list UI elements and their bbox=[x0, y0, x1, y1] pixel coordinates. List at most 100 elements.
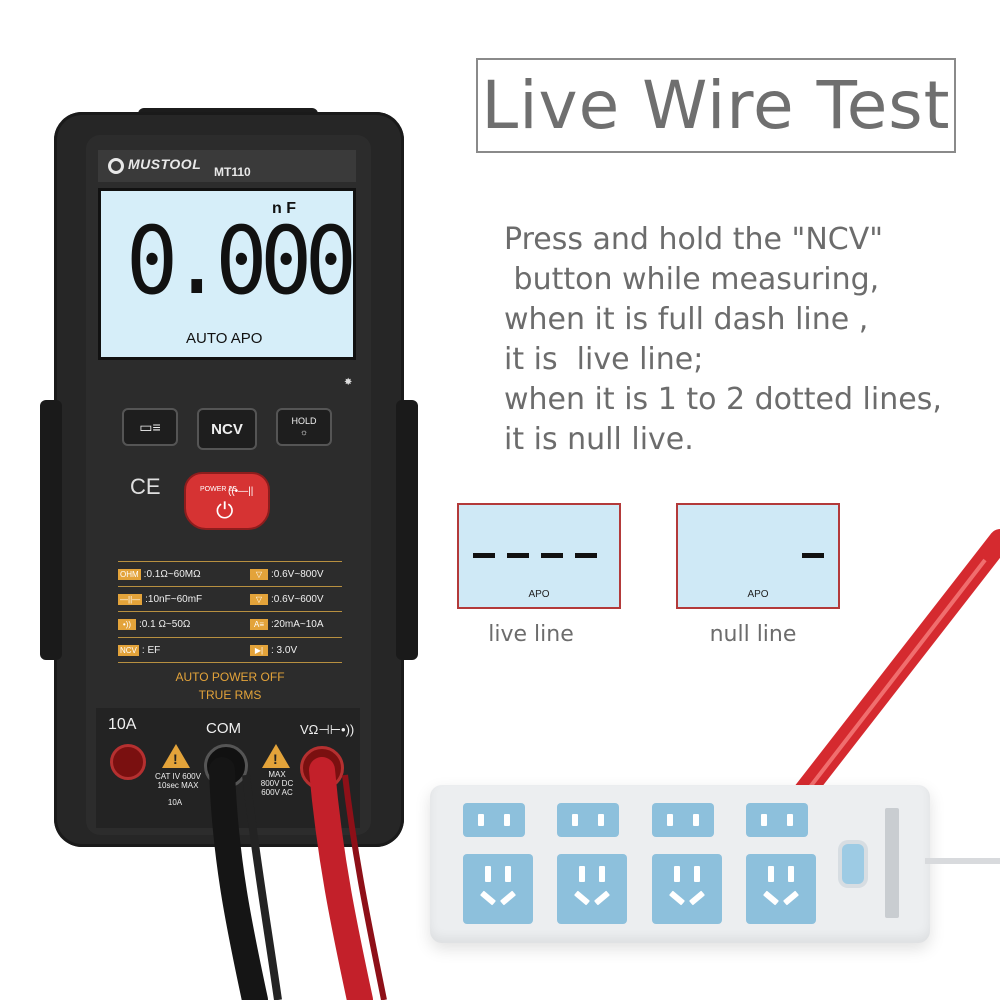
brand-strip bbox=[98, 150, 356, 182]
power-icon: ⏻ bbox=[216, 498, 234, 523]
backlight-button[interactable]: ▭≡ bbox=[122, 408, 178, 446]
dash-row-null bbox=[802, 553, 824, 558]
spec-divider bbox=[118, 637, 342, 638]
spec-range: :20mA~10A bbox=[271, 619, 324, 630]
spec-tag: ▽ bbox=[250, 569, 268, 580]
spec-item: •)) :0.1 Ω~50Ω bbox=[118, 619, 190, 630]
continuity-symbol: ((•—|| bbox=[228, 486, 254, 497]
power-strip-switch[interactable] bbox=[842, 844, 864, 884]
spec-divider bbox=[118, 662, 342, 663]
socket-slot bbox=[485, 866, 491, 882]
model-number: MT110 bbox=[214, 165, 251, 179]
warning-icon-right bbox=[262, 744, 290, 768]
jack-10a[interactable] bbox=[110, 744, 146, 780]
warning-exclamation: ! bbox=[273, 751, 278, 767]
example-caption-null: null line bbox=[709, 622, 797, 647]
instruction-line: it is null live. bbox=[504, 422, 694, 457]
spec-tag: —||— bbox=[118, 594, 143, 605]
spec-item: A≡ :20mA~10A bbox=[250, 619, 324, 630]
right-grip bbox=[396, 400, 418, 660]
flashlight-icon: ▭≡ bbox=[139, 418, 161, 435]
example-apo-text: APO bbox=[528, 589, 550, 600]
spec-tag: NCV bbox=[118, 645, 139, 656]
title-box: Live Wire Test bbox=[476, 58, 956, 153]
power-label: POWER 2S bbox=[200, 486, 237, 493]
socket-slot bbox=[667, 814, 673, 826]
example-live-line-display: APO bbox=[457, 503, 621, 609]
socket-slot bbox=[505, 866, 511, 882]
spec-item: OHM :0.1Ω~60MΩ bbox=[118, 569, 201, 580]
brand-logo: MUSTOOL bbox=[128, 156, 202, 172]
socket-slot bbox=[787, 814, 793, 826]
three-pin-socket bbox=[746, 854, 816, 924]
spec-range: :0.1Ω~60MΩ bbox=[143, 569, 201, 580]
spec-item: NCV : EF bbox=[118, 645, 160, 656]
warning-icon-left bbox=[162, 744, 190, 768]
red-probe-highlight bbox=[798, 558, 987, 802]
black-test-lead bbox=[209, 757, 268, 1000]
spec-item: ▽ :0.6V~600V bbox=[250, 594, 324, 605]
example-apo-text: APO bbox=[747, 589, 769, 600]
power-strip-label bbox=[885, 808, 899, 918]
three-pin-socket bbox=[652, 854, 722, 924]
red-lead-shading bbox=[342, 774, 387, 1000]
dash-mark bbox=[473, 553, 495, 558]
dash-mark bbox=[802, 553, 824, 558]
instruction-line: when it is 1 to 2 dotted lines, bbox=[504, 382, 942, 417]
two-pin-socket bbox=[557, 803, 619, 837]
instruction-line: Press and hold the "NCV" bbox=[504, 222, 884, 257]
max-voltage-rating: MAX 800V DC 600V AC bbox=[260, 770, 294, 797]
terminal-label-10a: 10A bbox=[108, 716, 137, 733]
two-pin-socket bbox=[652, 803, 714, 837]
spec-tag: •)) bbox=[118, 619, 136, 630]
example-null-line-display: APO bbox=[676, 503, 840, 609]
hold-button[interactable]: HOLD ☼ bbox=[276, 408, 332, 446]
hold-label: HOLD bbox=[291, 416, 317, 426]
lcd-screen bbox=[98, 188, 356, 360]
spec-tag: ▽ bbox=[250, 594, 268, 605]
spec-tag: OHM bbox=[118, 569, 141, 580]
spec-divider bbox=[118, 586, 342, 587]
true-rms-label: TRUE RMS bbox=[198, 688, 262, 702]
two-pin-socket bbox=[746, 803, 808, 837]
ce-mark: CE bbox=[130, 474, 161, 499]
spec-item: ▶| : 3.0V bbox=[250, 645, 297, 656]
socket-slot bbox=[693, 814, 699, 826]
fuse-10a-label: 10A bbox=[167, 798, 183, 807]
socket-slot bbox=[598, 814, 604, 826]
lcd-status: AUTO APO bbox=[186, 330, 263, 347]
dash-mark bbox=[575, 553, 597, 558]
warning-exclamation: ! bbox=[173, 751, 178, 767]
socket-slot bbox=[478, 814, 484, 826]
auto-power-off-label: AUTO POWER OFF bbox=[175, 670, 285, 684]
lcd-unit: n F bbox=[272, 200, 296, 217]
sun-icon: ☼ bbox=[299, 427, 309, 437]
socket-slot bbox=[579, 866, 585, 882]
ncv-button[interactable]: NCV bbox=[197, 408, 257, 450]
left-grip bbox=[40, 400, 62, 660]
three-pin-socket bbox=[557, 854, 627, 924]
socket-slot bbox=[674, 866, 680, 882]
socket-slot bbox=[761, 814, 767, 826]
spec-range: : 3.0V bbox=[271, 645, 298, 656]
spec-divider bbox=[118, 611, 342, 612]
spec-range: :0.6V~600V bbox=[271, 594, 324, 605]
spec-range: :10nF~60mF bbox=[145, 594, 203, 605]
dash-row-live bbox=[473, 553, 597, 558]
socket-slot bbox=[504, 814, 510, 826]
spec-tag: ▶| bbox=[250, 645, 268, 656]
power-button[interactable]: POWER 2S ((•—|| ⏻ bbox=[184, 472, 270, 530]
spec-divider bbox=[118, 561, 342, 562]
page-title: Live Wire Test bbox=[481, 67, 951, 144]
instruction-line: it is live line; bbox=[504, 342, 704, 377]
instruction-line: button while measuring, bbox=[504, 262, 880, 297]
cat-iv-rating: CAT IV 600V 10sec MAX bbox=[155, 772, 201, 790]
three-pin-socket bbox=[463, 854, 533, 924]
brand-gear-icon bbox=[108, 158, 124, 174]
spec-range: :0.6V~800V bbox=[271, 569, 324, 580]
spec-tag: A≡ bbox=[250, 619, 268, 630]
socket-slot bbox=[572, 814, 578, 826]
example-caption-live: live line bbox=[488, 622, 574, 647]
spec-item: —||— :10nF~60mF bbox=[118, 594, 202, 605]
